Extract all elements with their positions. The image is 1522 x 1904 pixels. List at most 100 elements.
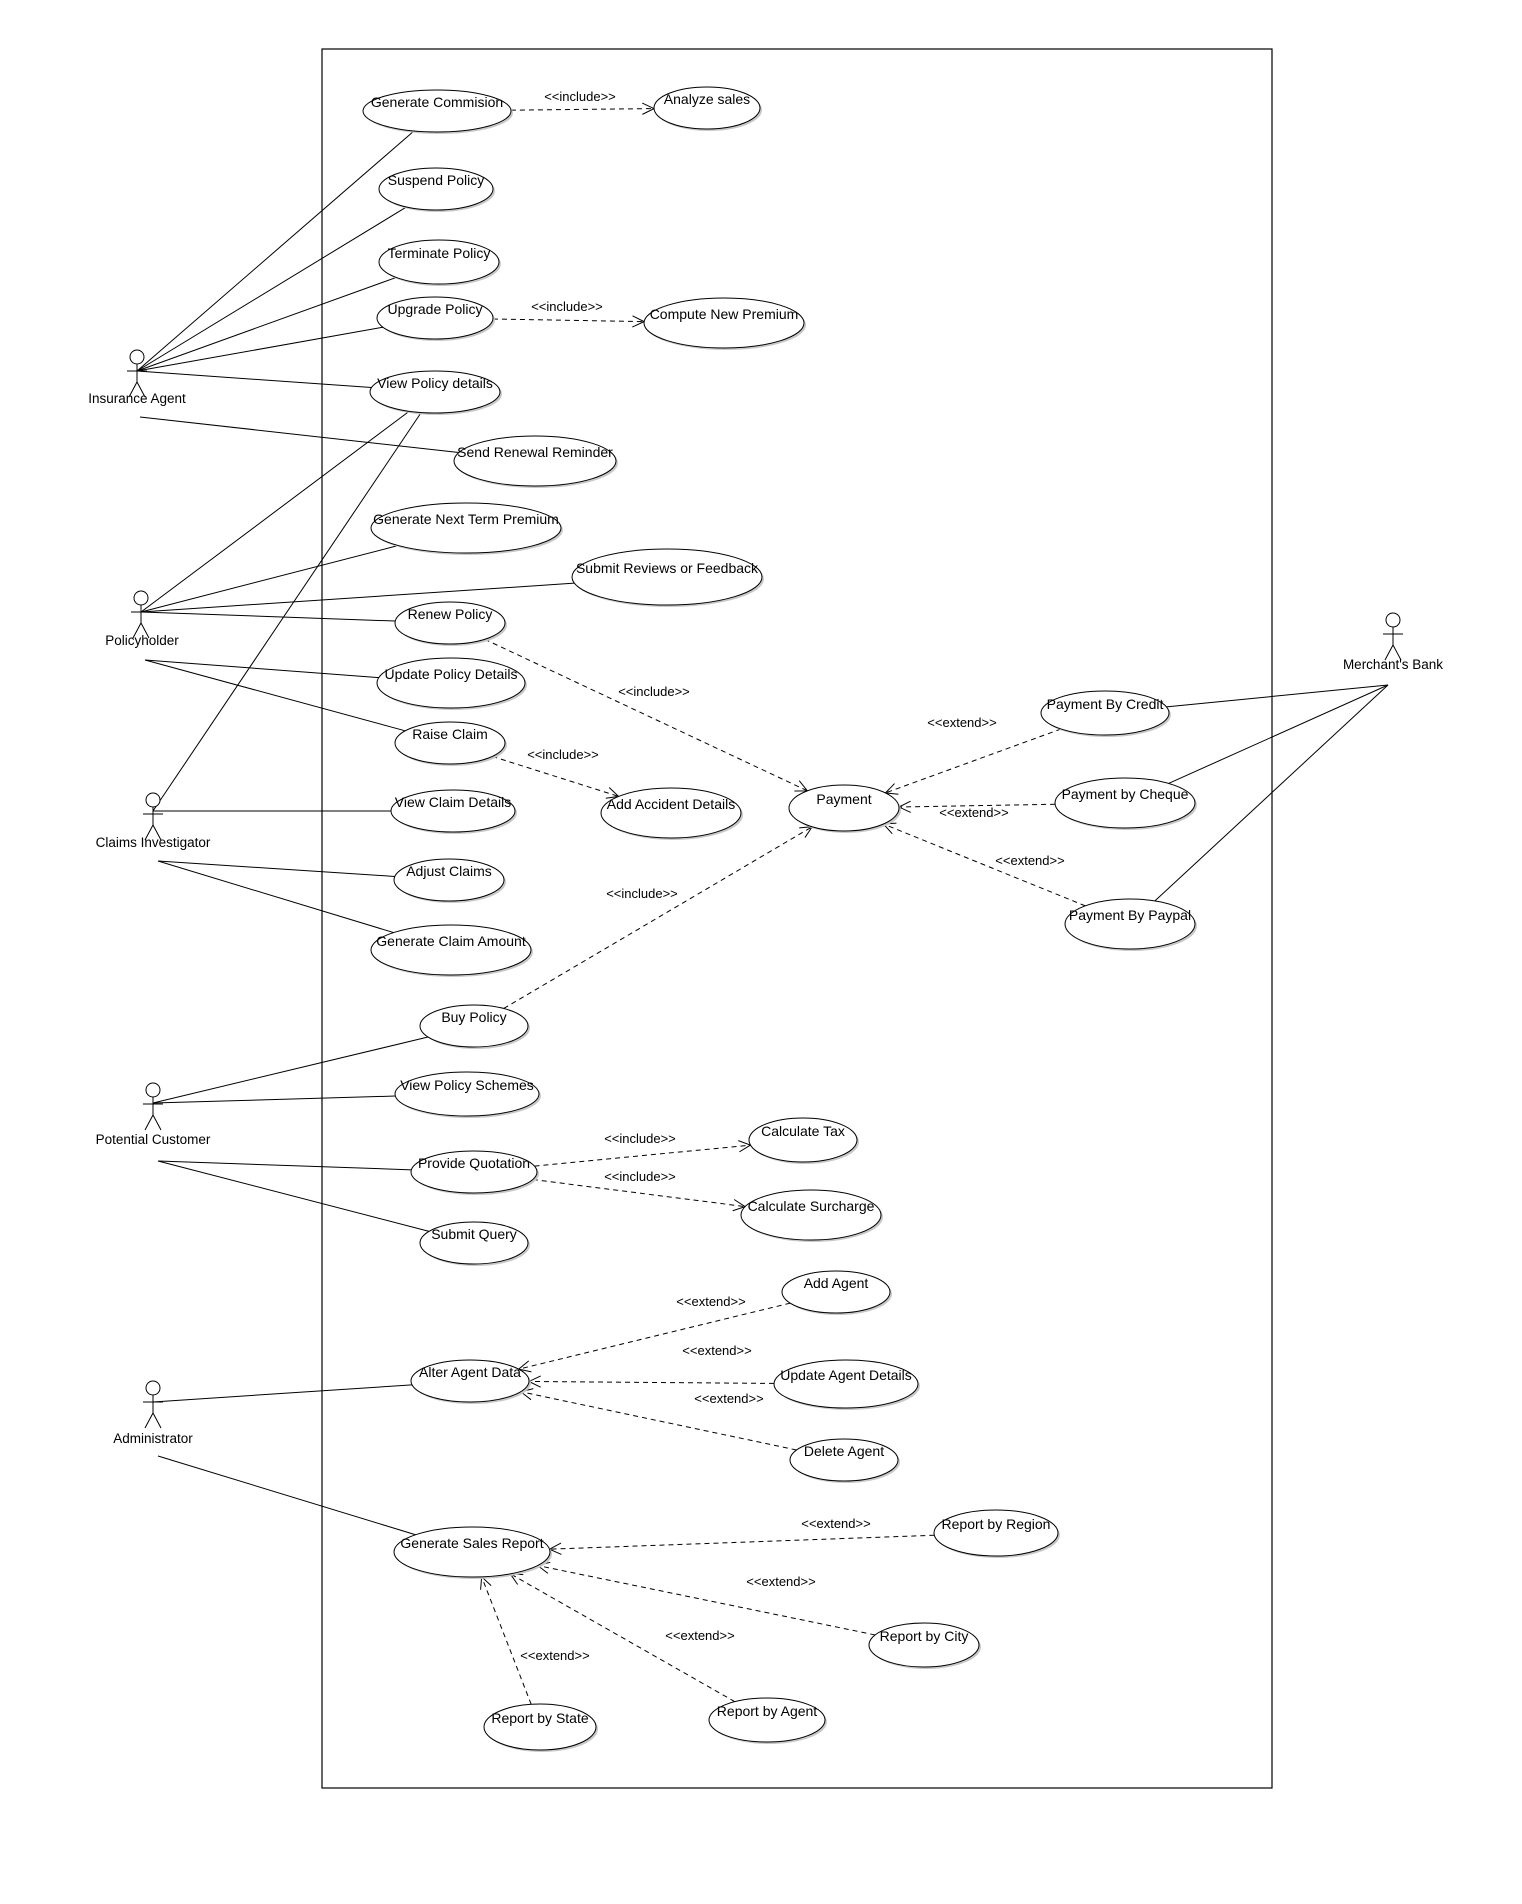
use-case-label: Suspend Policy (388, 172, 485, 188)
use-case-report-by-agent[interactable]: Report by Agent (708, 1697, 827, 1744)
use-case-view-claim-details[interactable]: View Claim Details (390, 789, 517, 834)
actor-label: Claims Investigator (96, 835, 211, 850)
use-case-label: Report by City (880, 1628, 969, 1644)
stereotype-label: <<extend>> (520, 1648, 589, 1663)
use-case-adjust-claims[interactable]: Adjust Claims (393, 858, 506, 903)
use-case-calculate-surcharge[interactable]: Calculate Surcharge (740, 1189, 883, 1242)
use-case-label: View Policy Schemes (400, 1077, 534, 1093)
dependency-line (510, 108, 655, 111)
association-line (140, 582, 575, 613)
dependency-line (537, 1565, 876, 1636)
actor-potential-customer[interactable]: Potential Customer (96, 1082, 211, 1147)
use-case-update-policy-details[interactable]: Update Policy Details (376, 657, 527, 710)
use-case-label: Payment By Paypal (1069, 907, 1191, 923)
association-line (157, 860, 395, 877)
association-line (144, 659, 379, 679)
stereotype-label: <<extend>> (927, 715, 996, 730)
use-case-report-by-state[interactable]: Report by State (483, 1703, 598, 1752)
dependency-line (503, 826, 813, 1009)
use-case-raise-claim[interactable]: Raise Claim (394, 721, 507, 766)
use-case-submit-query[interactable]: Submit Query (419, 1221, 530, 1266)
use-case-report-by-region[interactable]: Report by Region (933, 1509, 1060, 1558)
association-line (157, 1160, 412, 1171)
use-case-submit-reviews[interactable]: Submit Reviews or Feedback (571, 548, 764, 607)
use-case-view-policy-schemes[interactable]: View Policy Schemes (394, 1071, 541, 1118)
use-case-send-renewal-reminder[interactable]: Send Renewal Reminder (453, 435, 618, 488)
stereotype-labels: <<include>><<include>><<include>><<inclu… (520, 89, 1064, 1663)
use-case-label: Alter Agent Data (419, 1364, 521, 1380)
use-case-label: Renew Policy (408, 606, 493, 622)
use-case-calculate-tax[interactable]: Calculate Tax (748, 1117, 859, 1164)
use-case-payment-by-cheque[interactable]: Payment by Cheque (1054, 777, 1197, 830)
actor-insurance-agent[interactable]: Insurance Agent (88, 349, 186, 406)
use-case-analyze-sales[interactable]: Analyze sales (653, 86, 762, 131)
use-case-provide-quotation[interactable]: Provide Quotation (410, 1150, 539, 1195)
use-case-label: Update Agent Details (780, 1367, 912, 1383)
use-case-label: Submit Reviews or Feedback (576, 560, 759, 576)
stereotype-label: <<extend>> (939, 805, 1008, 820)
use-case-update-agent-details[interactable]: Update Agent Details (773, 1359, 920, 1410)
actor-head (133, 590, 149, 606)
association-line (139, 416, 459, 454)
association-line (1154, 684, 1389, 902)
use-case-label: Terminate Policy (388, 245, 491, 261)
actor-head (129, 349, 145, 365)
connectors (136, 102, 1389, 1705)
association-line (1166, 684, 1389, 708)
association-line (136, 326, 384, 372)
stereotype-label: <<extend>> (801, 1516, 870, 1531)
use-case-buy-policy[interactable]: Buy Policy (419, 1004, 530, 1049)
actor-claims-investigator[interactable]: Claims Investigator (96, 792, 211, 850)
actor-label: Administrator (113, 1431, 193, 1446)
use-case-payment-by-paypal[interactable]: Payment By Paypal (1064, 898, 1197, 951)
dependency-line (492, 755, 619, 797)
actor-label: Merchant's Bank (1343, 657, 1443, 672)
actor-label: Potential Customer (96, 1132, 211, 1147)
use-case-label: Update Policy Details (384, 666, 517, 682)
actor-head (145, 1082, 161, 1098)
use-case-label: Adjust Claims (406, 863, 492, 879)
use-case-compute-new-premium[interactable]: Compute New Premium (643, 297, 806, 350)
use-case-generate-sales-report[interactable]: Generate Sales Report (393, 1526, 552, 1579)
use-case-label: Submit Query (431, 1226, 517, 1242)
association-line (144, 659, 406, 732)
use-case-generate-next-term-premium[interactable]: Generate Next Term Premium (370, 502, 563, 555)
dependency-line (528, 1380, 775, 1384)
use-case-label: Generate Next Term Premium (373, 511, 559, 527)
stereotype-label: <<include>> (531, 299, 603, 314)
association-line (157, 860, 394, 934)
association-line (136, 206, 407, 372)
actor-policyholder[interactable]: Policyholder (105, 590, 179, 648)
association-line (152, 1095, 396, 1104)
use-case-payment[interactable]: Payment (788, 784, 901, 833)
use-case-view-policy-details[interactable]: View Policy details (369, 370, 502, 415)
dependency-line (492, 318, 645, 323)
stereotype-label: <<extend>> (694, 1391, 763, 1406)
actor-administrator[interactable]: Administrator (113, 1380, 193, 1446)
use-case-upgrade-policy[interactable]: Upgrade Policy (376, 296, 495, 341)
dependency-line (510, 1573, 736, 1703)
dependency-line (534, 1144, 751, 1167)
use-case-add-agent[interactable]: Add Agent (781, 1270, 892, 1315)
use-case-add-accident-details[interactable]: Add Accident Details (600, 787, 743, 840)
use-case-label: Provide Quotation (418, 1155, 530, 1171)
dependency-line (520, 1391, 797, 1451)
use-case-renew-policy[interactable]: Renew Policy (394, 601, 507, 646)
use-case-label: Payment By Credit (1047, 696, 1164, 712)
dependency-line (484, 638, 808, 792)
association-line (1168, 684, 1389, 784)
actor-merchants-bank[interactable]: Merchant's Bank (1343, 612, 1443, 672)
use-case-payment-by-credit[interactable]: Payment By Credit (1040, 690, 1171, 737)
dependency-line (883, 823, 1086, 907)
use-case-label: Report by State (491, 1710, 588, 1726)
association-line (140, 611, 396, 622)
use-case-report-by-city[interactable]: Report by City (868, 1622, 981, 1669)
use-case-generate-claim-amount[interactable]: Generate Claim Amount (370, 924, 533, 977)
use-case-label: Raise Claim (412, 726, 487, 742)
use-case-generate-commision[interactable]: Generate Commision (362, 89, 513, 134)
use-case-label: Report by Agent (717, 1703, 818, 1719)
use-case-delete-agent[interactable]: Delete Agent (789, 1438, 900, 1483)
use-case-terminate-policy[interactable]: Terminate Policy (378, 239, 501, 286)
use-case-alter-agent-data[interactable]: Alter Agent Data (410, 1359, 531, 1404)
use-case-suspend-policy[interactable]: Suspend Policy (378, 167, 495, 212)
